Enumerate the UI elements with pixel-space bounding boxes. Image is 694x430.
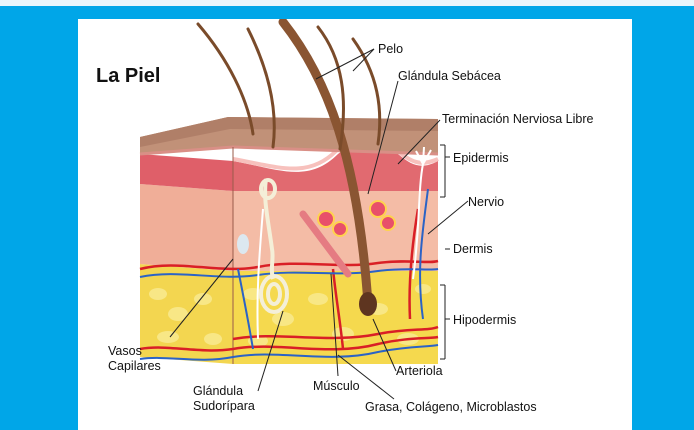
dermis-front-left bbox=[140, 184, 233, 271]
label-glandula: Glándula bbox=[193, 384, 243, 398]
label-dermis: Dermis bbox=[453, 242, 493, 256]
label-nervio: Nervio bbox=[468, 195, 504, 209]
skin-block bbox=[140, 22, 438, 364]
label-pelo: Pelo bbox=[378, 42, 403, 56]
label-capilares: Capilares bbox=[108, 359, 161, 373]
label-vasos: Vasos bbox=[108, 344, 142, 358]
diagram-panel: La Piel bbox=[78, 19, 632, 430]
label-grasa: Grasa, Colágeno, Microblastos bbox=[365, 400, 537, 414]
label-hipodermis: Hipodermis bbox=[453, 313, 516, 327]
nerve-receptor bbox=[237, 234, 249, 254]
label-arteriola: Arteriola bbox=[396, 364, 443, 378]
hair-bulb bbox=[359, 292, 377, 316]
top-strip bbox=[0, 0, 694, 6]
diagram-title: La Piel bbox=[96, 65, 160, 87]
label-sudoripara: Sudorípara bbox=[193, 399, 255, 413]
skin-diagram: La Piel bbox=[78, 19, 632, 430]
label-glandula-sebacea: Glándula Sebácea bbox=[398, 69, 501, 83]
label-terminacion-nerviosa: Terminación Nerviosa Libre bbox=[442, 112, 594, 126]
label-musculo: Músculo bbox=[313, 379, 360, 393]
label-epidermis: Epidermis bbox=[453, 151, 509, 165]
